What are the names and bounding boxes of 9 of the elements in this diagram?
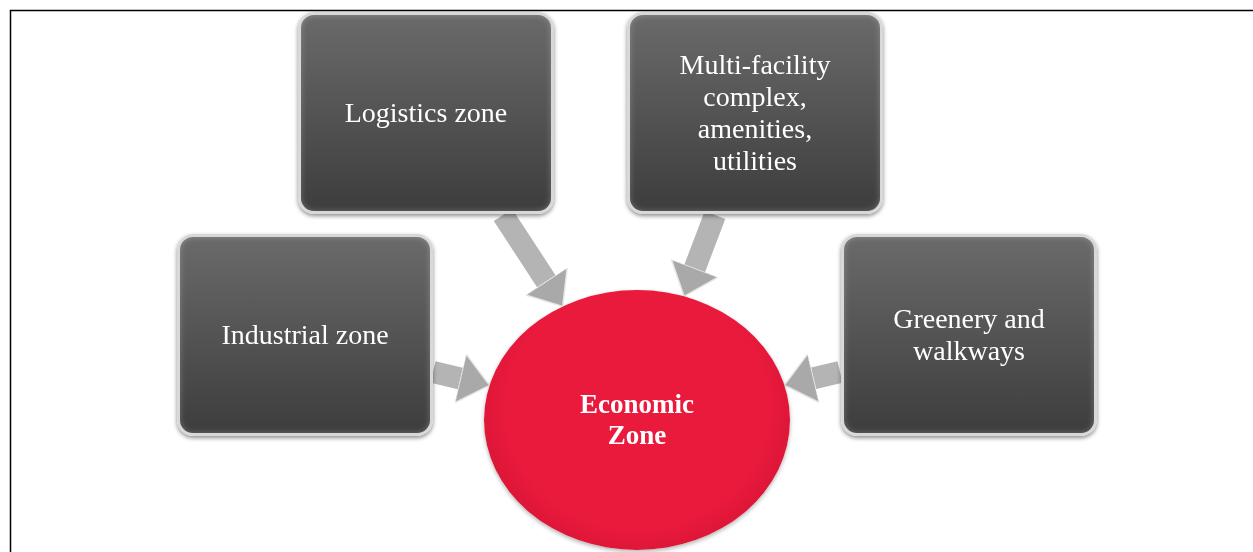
node-label: Economic Zone [579, 388, 695, 452]
node-label: Logistics zone [343, 96, 509, 130]
zone-box [627, 12, 883, 214]
zone-box [177, 234, 433, 436]
zone-box [298, 12, 554, 214]
node-label: Greenery and walkways [892, 302, 1046, 368]
zone-box [841, 234, 1097, 436]
node-label: Multi-facility complex, amenities, utilities [678, 48, 832, 178]
node-label: Industrial zone [220, 318, 390, 352]
